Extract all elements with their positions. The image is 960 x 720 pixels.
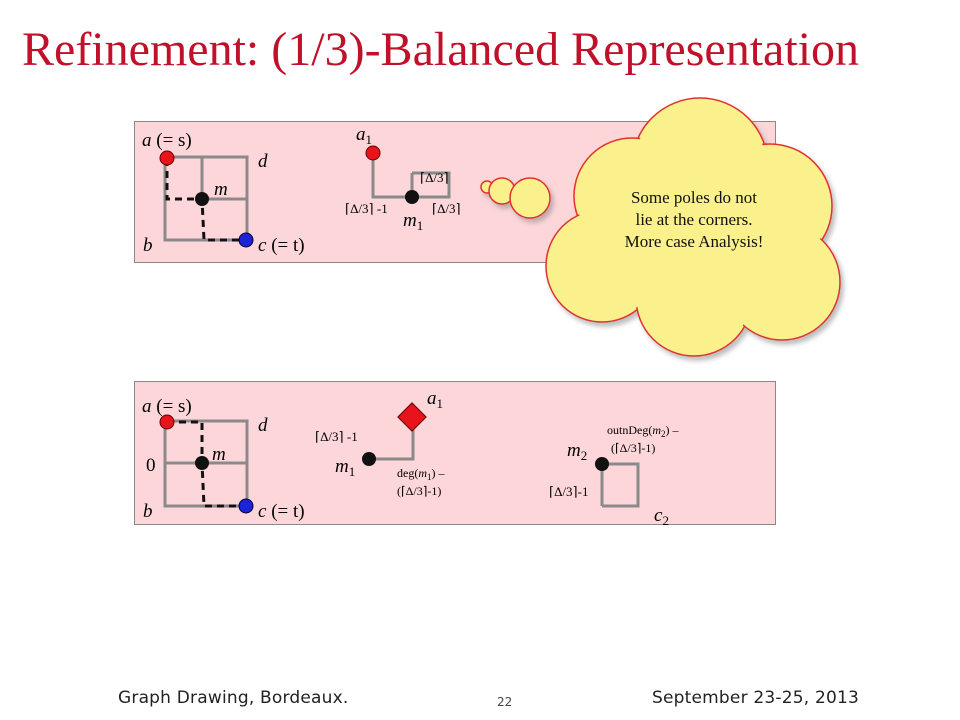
cloud-text-line1: Some poles do not [630, 188, 758, 207]
slide-title: Refinement: (1/3)-Balanced Representatio… [22, 23, 860, 76]
cloud-text: Some poles do not lie at the corners. Mo… [585, 187, 803, 253]
footer-right: September 23-25, 2013 [652, 688, 860, 708]
cloud-text-line3: More case Analysis! [624, 232, 764, 252]
page-number: 22 [497, 695, 513, 709]
cloud-text-line2: lie at the corners. [635, 210, 753, 230]
footer-left: Graph Drawing, Bordeaux. [118, 688, 349, 708]
bottom-panel [134, 381, 776, 525]
